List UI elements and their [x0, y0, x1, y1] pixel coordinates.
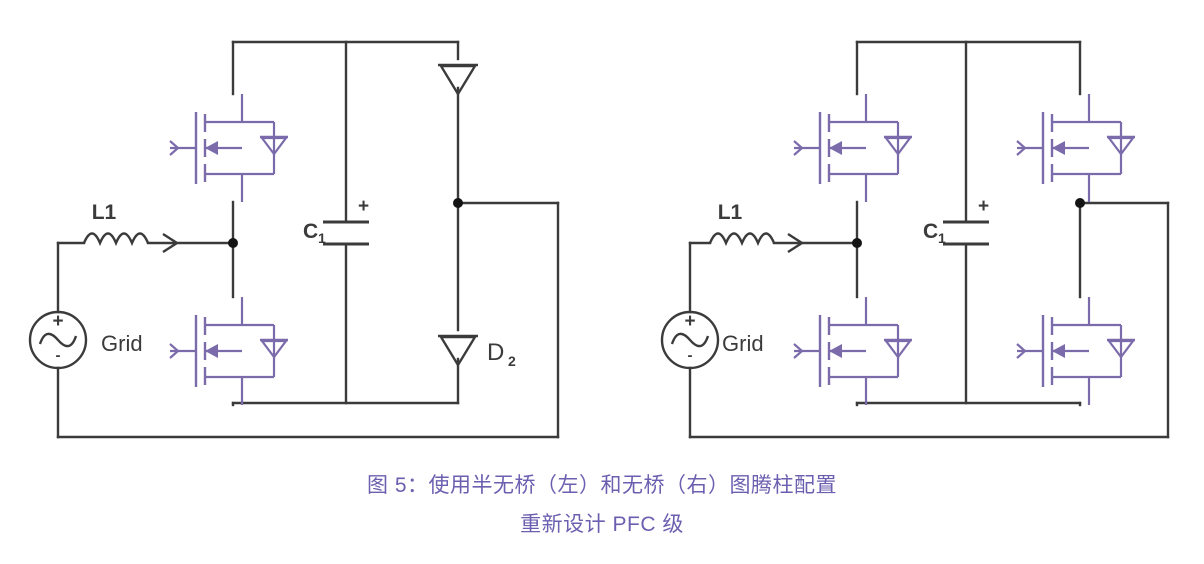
figure-caption: 图 5：使用半无桥（左）和无桥（右）图腾柱配置 重新设计 PFC 级 [0, 466, 1204, 544]
label-inductor-l1: L1 [92, 201, 117, 224]
capacitor-c1 [941, 220, 991, 246]
figure-caption-line-2: 重新设计 PFC 级 [520, 513, 684, 536]
left-circuit: L1 Grid C 1 + + - D 2 [28, 40, 560, 439]
label-source-grid: Grid [722, 331, 764, 356]
label-diode-d2-subscript: 2 [508, 353, 516, 369]
label-source-minus: - [688, 347, 693, 364]
junction-dot-midpoint-right-leg [1075, 198, 1085, 208]
label-source-plus: + [52, 311, 63, 332]
mosfet-q1-high-side [168, 92, 290, 204]
right-circuit-wires [688, 40, 1170, 439]
mosfet-q3-high-side-right-leg [1015, 92, 1137, 204]
label-capacitor-polarity: + [358, 196, 369, 217]
left-circuit-wires [56, 40, 560, 439]
capacitor-c1 [321, 220, 371, 246]
label-capacitor-c1: C [923, 220, 938, 243]
label-source-minus: - [56, 347, 61, 364]
label-source-plus: + [684, 311, 695, 332]
label-capacitor-c1-subscript: 1 [318, 230, 326, 246]
label-capacitor-polarity: + [978, 196, 989, 217]
label-source-grid: Grid [101, 331, 143, 356]
mosfet-q2-low-side [168, 295, 290, 407]
mosfet-q2-low-side-left-leg [792, 295, 914, 407]
inductor-l1 [708, 232, 776, 245]
label-capacitor-c1-subscript: 1 [938, 230, 946, 246]
figure-caption-line-1: 图 5：使用半无桥（左）和无桥（右）图腾柱配置 [366, 474, 837, 497]
mosfet-q1-high-side-left-leg [792, 92, 914, 204]
junction-dot-midpoint [228, 238, 238, 248]
mosfet-q4-low-side-right-leg [1015, 295, 1137, 407]
junction-dot-output [453, 198, 463, 208]
label-capacitor-c1: C [303, 220, 318, 243]
label-inductor-l1: L1 [718, 201, 743, 224]
label-diode-d2: D [487, 339, 504, 366]
inductor-l1 [82, 232, 150, 245]
current-arrow-icon [787, 232, 805, 254]
right-circuit: L1 Grid C 1 + + - [660, 40, 1170, 439]
current-arrow-icon [162, 232, 180, 254]
junction-dot-midpoint-left-leg [852, 238, 862, 248]
